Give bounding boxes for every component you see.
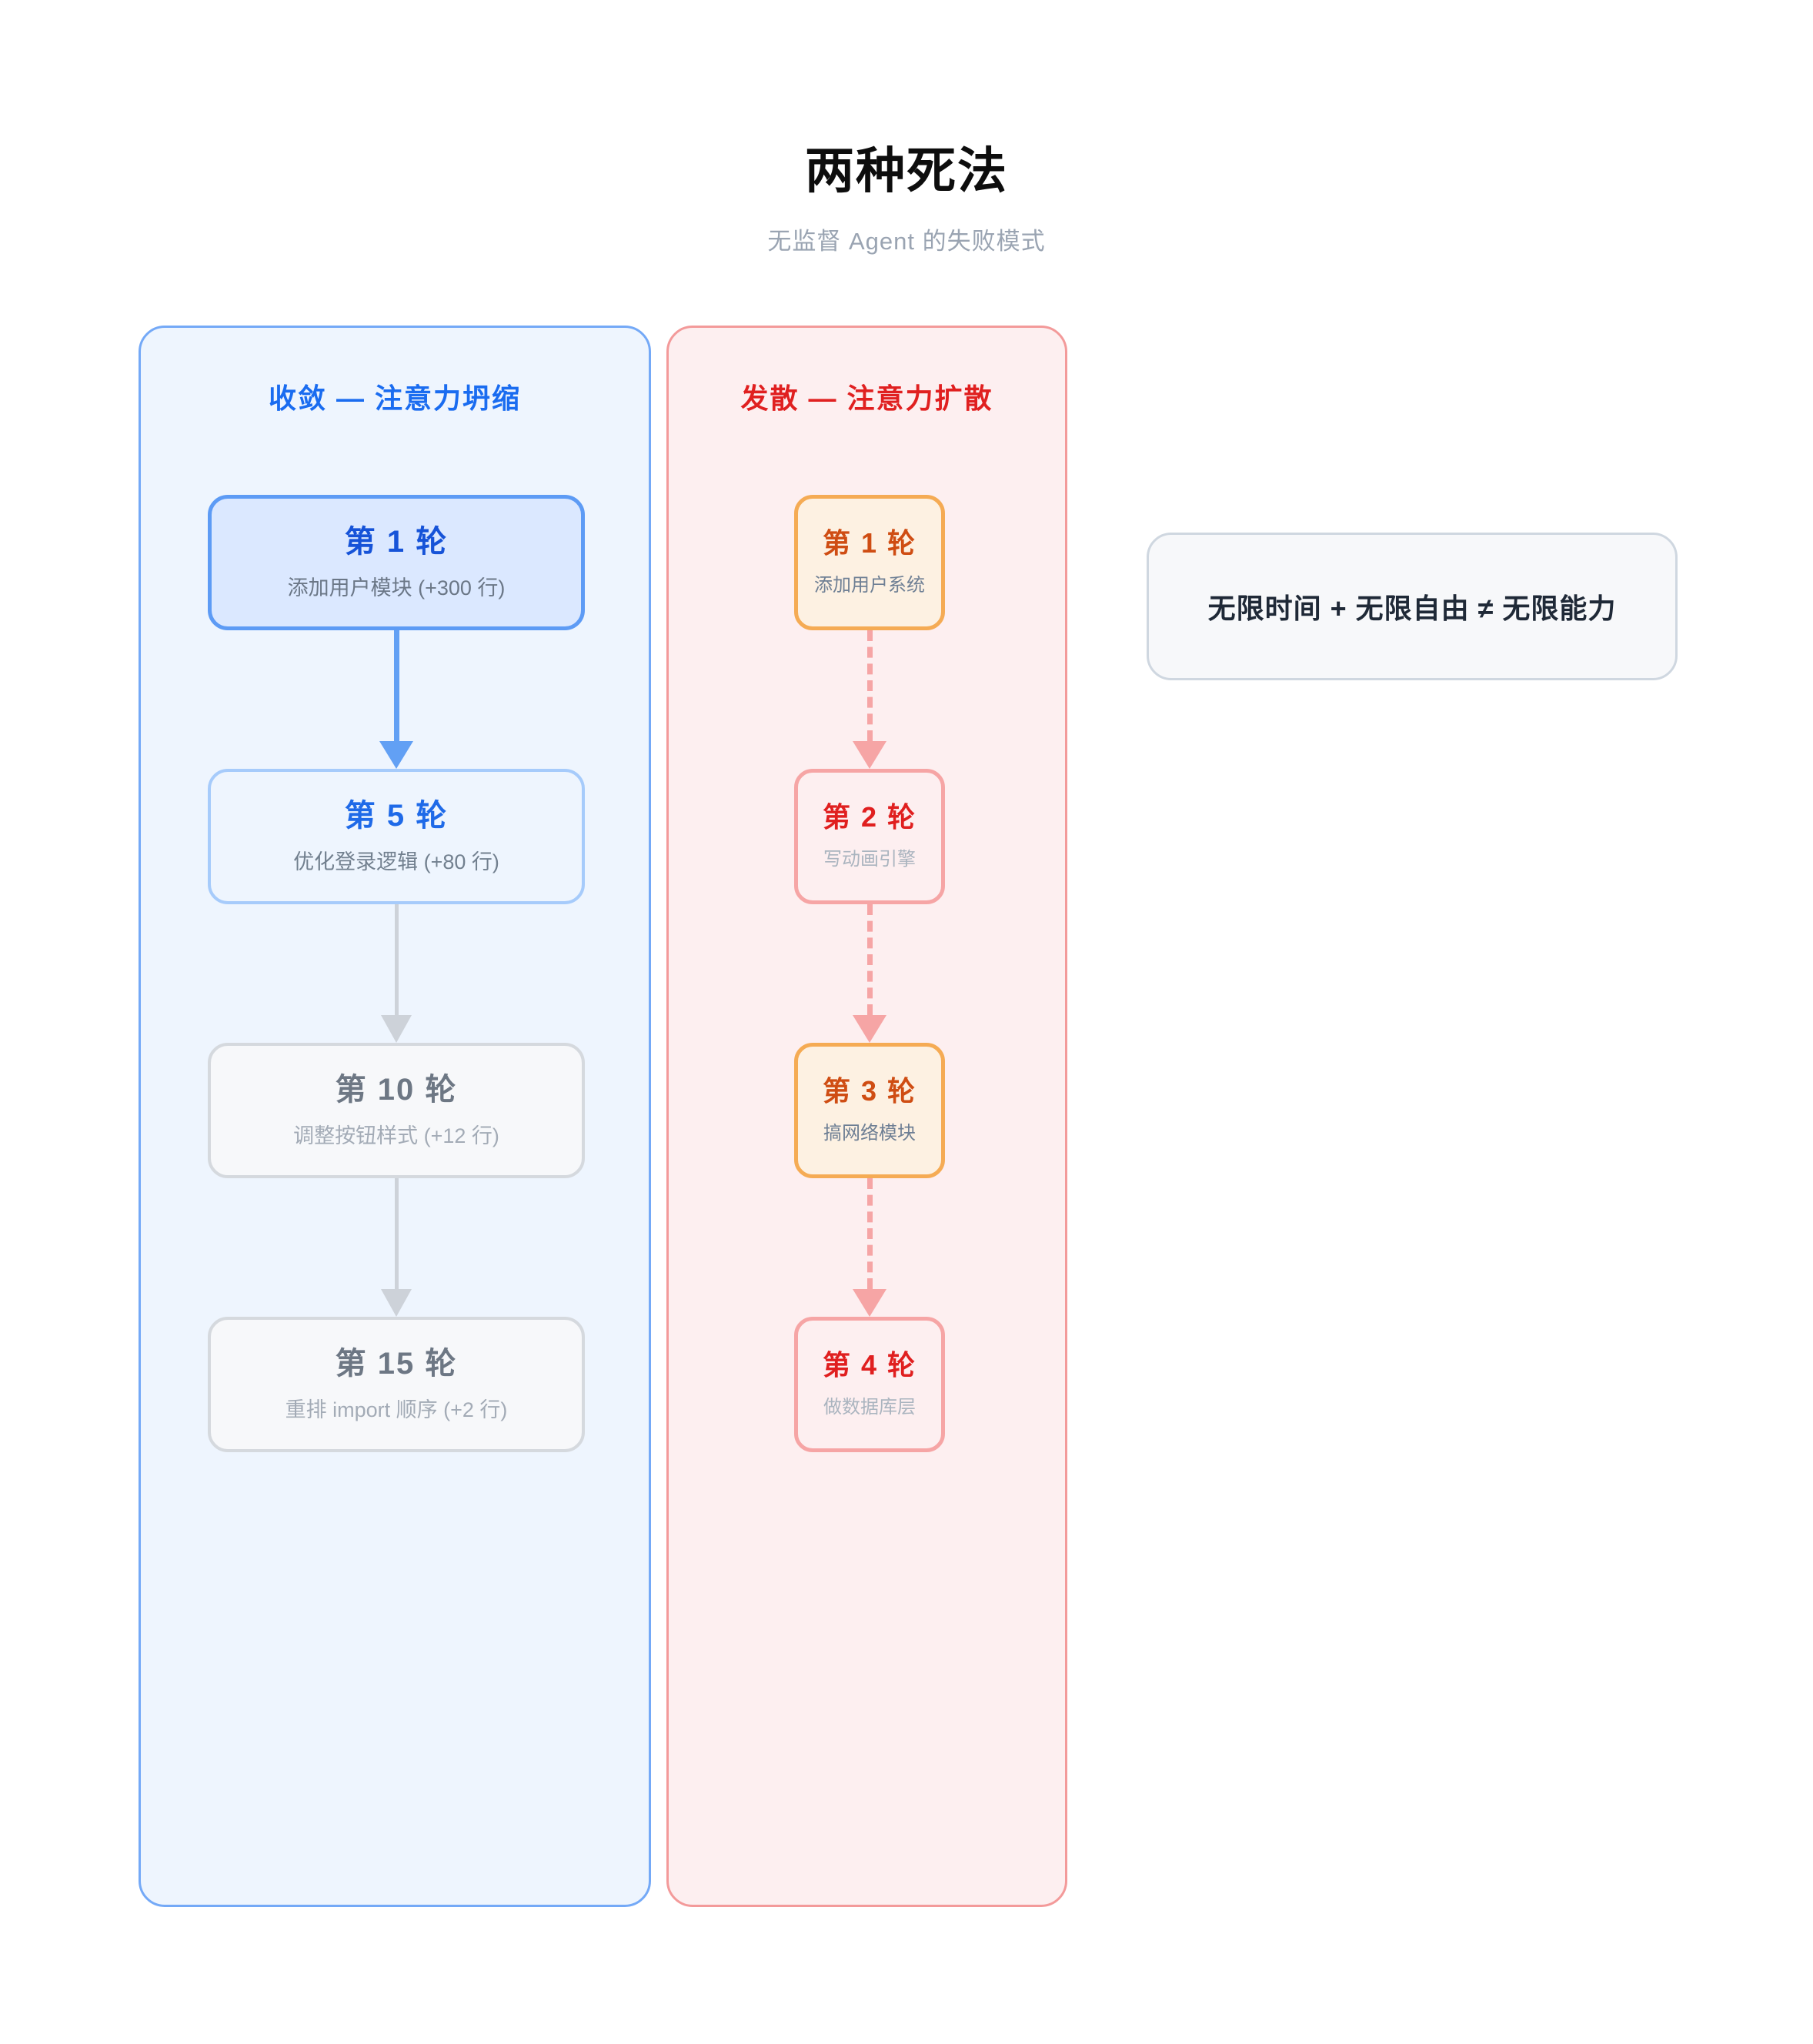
converge-card-3-round: 第 10 轮 <box>335 1072 458 1107</box>
diverge-card-1[interactable]: 第 1 轮 添加用户系统 <box>794 495 945 630</box>
diverge-card-1-round: 第 1 轮 <box>822 526 917 559</box>
arrow-shaft <box>866 1178 873 1289</box>
converge-card-1[interactable]: 第 1 轮 添加用户模块 (+300 行) <box>208 495 585 630</box>
diverge-card-3-desc: 搞网络模块 <box>823 1123 916 1144</box>
arrow-head-icon <box>853 741 886 769</box>
arrow-head-icon <box>853 1015 886 1043</box>
diverge-arrow-2-to-3 <box>846 904 893 1043</box>
converge-card-2-desc: 优化登录逻辑 (+80 行) <box>293 850 499 873</box>
page-title: 两种死法 <box>805 143 1008 199</box>
diverge-card-4-round: 第 4 轮 <box>822 1348 917 1381</box>
arrow-shaft <box>866 630 873 741</box>
converge-card-2-round: 第 5 轮 <box>344 798 449 833</box>
converge-arrow-2-to-3 <box>373 904 419 1043</box>
arrow-head-icon <box>381 1015 412 1043</box>
converge-card-2[interactable]: 第 5 轮 优化登录逻辑 (+80 行) <box>208 769 585 904</box>
converge-card-1-desc: 添加用户模块 (+300 行) <box>287 576 506 600</box>
side-note-text: 无限时间 + 无限自由 ≠ 无限能力 <box>1207 593 1617 624</box>
diverge-card-3-round: 第 3 轮 <box>822 1074 917 1107</box>
diverge-card-2[interactable]: 第 2 轮 写动画引擎 <box>794 769 945 904</box>
converge-flow: 第 1 轮 添加用户模块 (+300 行) 第 5 轮 优化登录逻辑 (+80 … <box>141 328 649 1905</box>
diverge-card-4[interactable]: 第 4 轮 做数据库层 <box>794 1317 945 1452</box>
diverge-flow: 第 1 轮 添加用户系统 第 2 轮 写动画引擎 第 3 轮 搞网络模块 <box>669 328 1065 1905</box>
diverge-card-1-desc: 添加用户系统 <box>814 575 925 596</box>
arrow-shaft <box>393 630 399 741</box>
panel-converge-heading: 收敛 — 注意力坍缩 <box>268 382 521 414</box>
converge-arrow-1-to-2 <box>373 630 419 769</box>
arrow-shaft <box>394 904 399 1015</box>
panel-converge: 收敛 — 注意力坍缩 第 1 轮 添加用户模块 (+300 行) 第 5 轮 优… <box>139 326 651 1907</box>
diverge-card-2-desc: 写动画引擎 <box>823 849 916 870</box>
diverge-arrow-1-to-2 <box>846 630 893 769</box>
arrow-head-icon <box>853 1289 886 1317</box>
converge-card-4-desc: 重排 import 顺序 (+2 行) <box>285 1398 508 1421</box>
converge-card-1-round: 第 1 轮 <box>344 524 449 559</box>
diverge-arrow-3-to-4 <box>846 1178 893 1317</box>
arrow-head-icon <box>379 741 413 769</box>
converge-arrow-3-to-4 <box>373 1178 419 1317</box>
converge-card-4[interactable]: 第 15 轮 重排 import 顺序 (+2 行) <box>208 1317 585 1452</box>
diverge-card-3[interactable]: 第 3 轮 搞网络模块 <box>794 1043 945 1178</box>
arrow-shaft <box>866 904 873 1015</box>
arrow-shaft <box>394 1178 399 1289</box>
diverge-card-2-round: 第 2 轮 <box>822 800 917 833</box>
converge-card-4-round: 第 15 轮 <box>335 1346 458 1381</box>
diverge-card-4-desc: 做数据库层 <box>823 1397 916 1418</box>
panel-diverge: 发散 — 注意力扩散 第 1 轮 添加用户系统 第 2 轮 写动画引擎 第 3 … <box>666 326 1067 1907</box>
page-subtitle: 无监督 Agent 的失败模式 <box>767 227 1046 255</box>
converge-card-3[interactable]: 第 10 轮 调整按钮样式 (+12 行) <box>208 1043 585 1178</box>
converge-card-3-desc: 调整按钮样式 (+12 行) <box>293 1124 499 1147</box>
page-header: 两种死法 无监督 Agent 的失败模式 <box>0 143 1813 256</box>
panel-diverge-heading: 发散 — 注意力扩散 <box>740 382 993 414</box>
side-note-box: 无限时间 + 无限自由 ≠ 无限能力 <box>1147 533 1678 680</box>
arrow-head-icon <box>381 1289 412 1317</box>
